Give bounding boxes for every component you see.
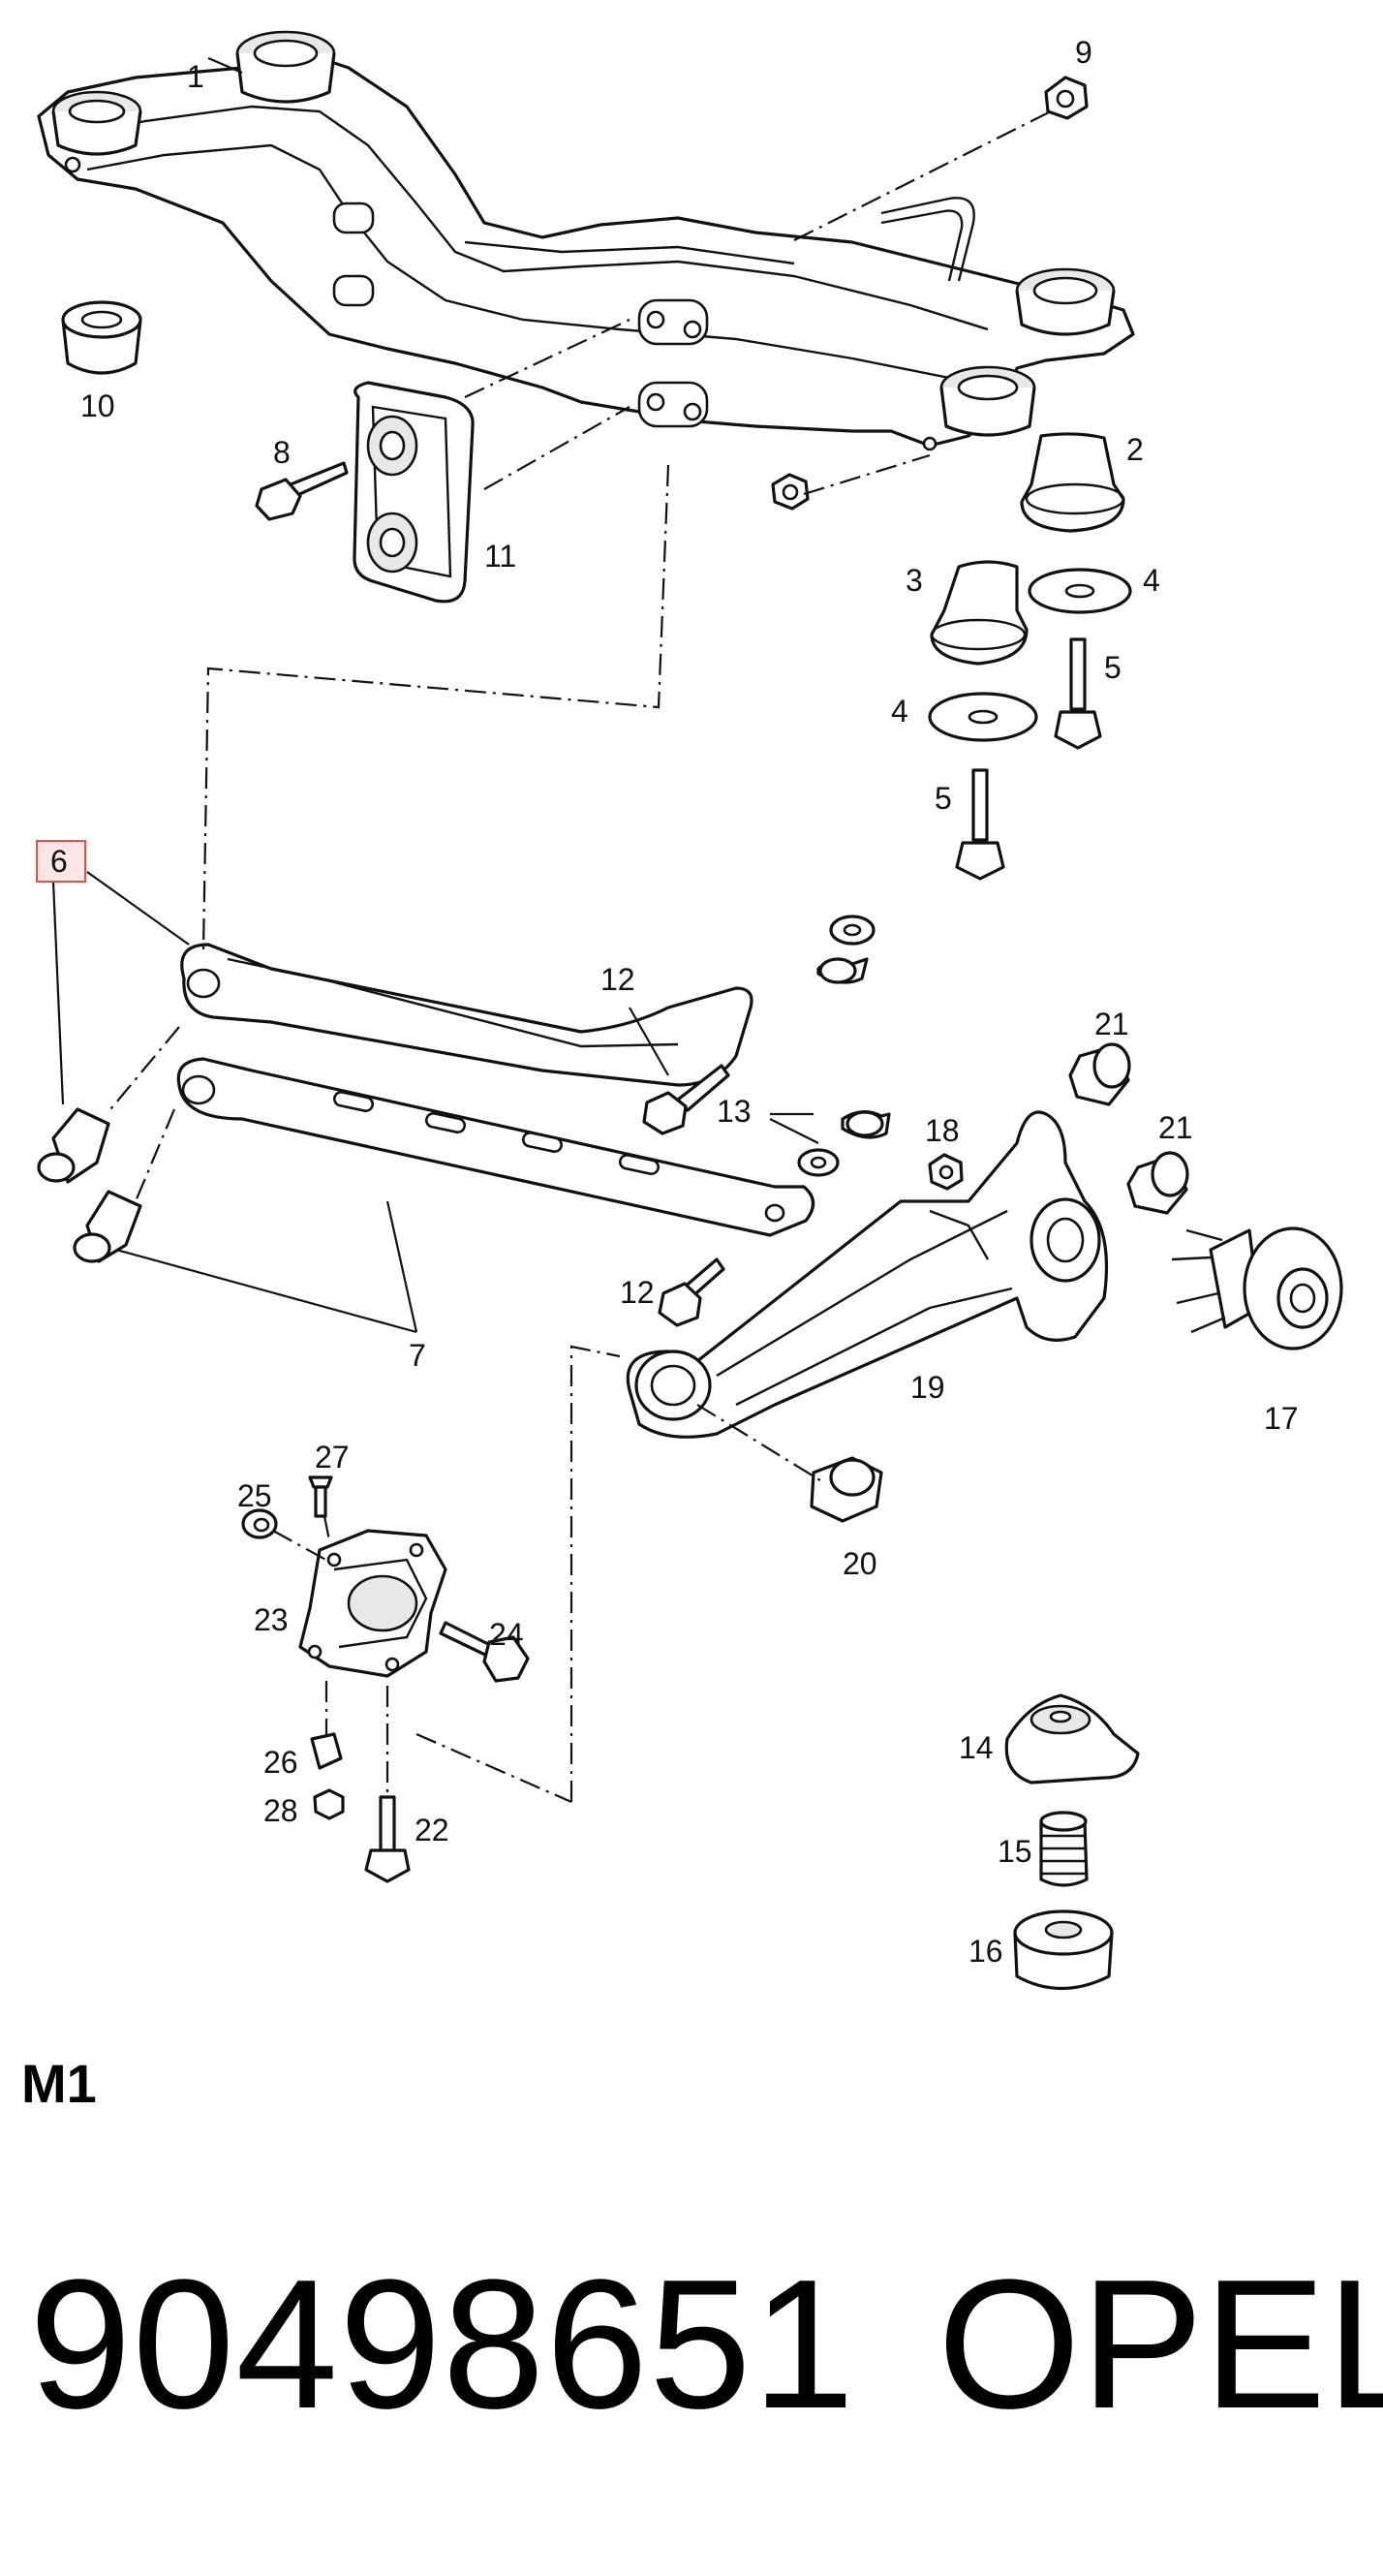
callout-26: 26 [263,1745,298,1780]
callout-14: 14 [959,1730,994,1765]
wheel-hub-17 [1171,1226,1343,1350]
washer-4-upper [1028,568,1132,614]
callout-18: 18 [925,1113,960,1148]
callout-19: 19 [910,1370,945,1405]
callout-13: 13 [717,1094,752,1129]
bolt-24 [439,1621,530,1683]
callout-10: 10 [80,388,115,423]
callout-28: 28 [263,1793,298,1828]
rubber-mount-11 [353,381,475,604]
bolt-5-upper [1054,637,1102,750]
bolt-5-lower [955,768,1005,881]
callout-16: 16 [968,1934,1003,1969]
bushing-21-upper [1068,1042,1131,1106]
highlight-box [36,840,86,883]
bushing-10 [61,300,142,375]
brand-name: OPEL [937,2242,1383,2447]
bump-stop-2 [1020,432,1125,533]
callout-4a: 4 [1143,563,1160,598]
callout-20: 20 [843,1546,877,1581]
lock-nut-13-lower [797,1110,891,1177]
mount-bushing-3 [930,560,1029,666]
callout-9: 9 [1075,35,1092,70]
part-number: 90498651 [29,2242,856,2447]
rear-subframe [37,30,1135,451]
diagram-reference: M1 [21,2053,97,2114]
bolt-12-lower [658,1257,725,1327]
bushing-21-lower [1126,1151,1189,1215]
callout-12a: 12 [600,962,635,997]
callout-7: 7 [409,1338,426,1373]
spring-seat-14 [1004,1693,1140,1785]
washer-25 [241,1508,278,1539]
arm-bushing-7 [73,1190,142,1263]
clip-26 [310,1732,343,1770]
callouts: 1 9 10 8 11 2 3 4 5 4 5 6 12 21 13 18 21… [50,35,1299,1969]
screw-27 [308,1475,333,1518]
trailing-arm-19 [626,1110,1109,1439]
callout-11: 11 [484,539,516,574]
nut-18 [928,1153,964,1191]
callout-27: 27 [315,1440,350,1474]
spring-insert-15 [1039,1811,1089,1887]
bushing-20 [810,1456,883,1523]
callout-2: 2 [1126,432,1144,467]
callout-5b: 5 [935,781,952,816]
callout-6: 6 [50,844,68,879]
lock-nut-13-upper [816,915,876,984]
bearing-bracket-23 [298,1529,447,1678]
bolt-22 [364,1795,411,1883]
callout-3: 3 [906,563,923,598]
subframe-nut-9 [1044,76,1089,120]
callout-17: 17 [1264,1401,1299,1436]
callout-23: 23 [254,1602,289,1637]
callout-21b: 21 [1158,1110,1193,1145]
bolt-12-upper [642,1064,730,1135]
assembly-lines [106,110,1052,1804]
spring-pad-16 [1013,1909,1114,1990]
lower-control-arm-7 [176,1057,815,1237]
washer-4-lower [928,692,1038,742]
nut-28 [313,1788,345,1820]
upper-control-arm-6 [180,943,753,1087]
callout-25: 25 [237,1478,272,1513]
callout-24: 24 [489,1617,524,1652]
flange-nut [771,473,810,511]
callout-1: 1 [187,59,204,94]
arm-bushing-6 [37,1107,110,1184]
callout-5a: 5 [1104,650,1122,685]
callout-21a: 21 [1094,1007,1129,1041]
bolt-8 [255,461,349,521]
callout-22: 22 [415,1813,449,1847]
callout-4b: 4 [891,694,908,729]
callout-12b: 12 [620,1275,655,1310]
callout-15: 15 [998,1834,1032,1869]
callout-8: 8 [273,435,291,470]
leader-lines [51,56,819,1334]
